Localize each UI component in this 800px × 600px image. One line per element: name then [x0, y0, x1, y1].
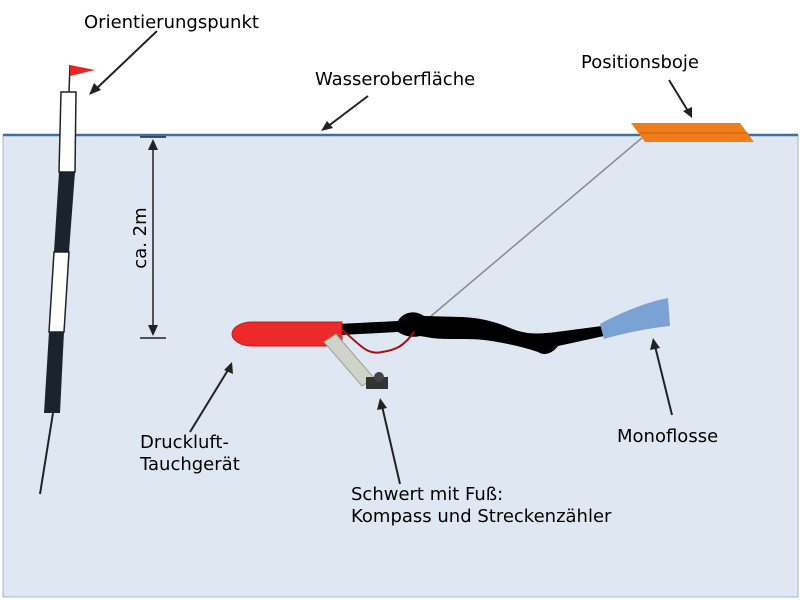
label-position-buoy: Positionsboje: [581, 52, 699, 73]
label-sword-line1: Schwert mit Fuß:: [351, 484, 503, 505]
depth-label: ca. 2m: [130, 207, 151, 268]
red-flag: [70, 65, 95, 76]
arrow-monofin: [654, 345, 673, 416]
annotation-arrows: [89, 30, 692, 485]
label-orientation-point: Orientierungspunkt: [84, 12, 259, 33]
label-scooter-line2: Tauchgerät: [139, 454, 240, 475]
arrow-sword: [381, 405, 401, 485]
arrow-scooter: [189, 369, 229, 433]
diver-silhouette: [338, 312, 604, 354]
sword-with-foot: [323, 333, 388, 389]
buoy-tether: [423, 136, 644, 323]
label-monofin: Monoflosse: [617, 426, 718, 447]
label-scooter-line1: Druckluft-: [140, 432, 229, 453]
arrow-position-buoy: [668, 79, 689, 112]
water-body: [2, 134, 799, 598]
monofin: [600, 298, 670, 339]
arrow-orientation-point: [95, 30, 158, 90]
arrow-water-surface: [326, 95, 369, 128]
depth-marker: [140, 136, 166, 339]
position-buoy: [631, 123, 754, 142]
label-sword-line2: Kompass und Streckenzähler: [351, 506, 612, 527]
orientation-pole: [39, 64, 95, 495]
hose: [341, 329, 415, 354]
scooter-body: [231, 321, 343, 347]
compass-knob: [374, 372, 384, 382]
label-water-surface: Wasseroberfläche: [315, 69, 475, 90]
